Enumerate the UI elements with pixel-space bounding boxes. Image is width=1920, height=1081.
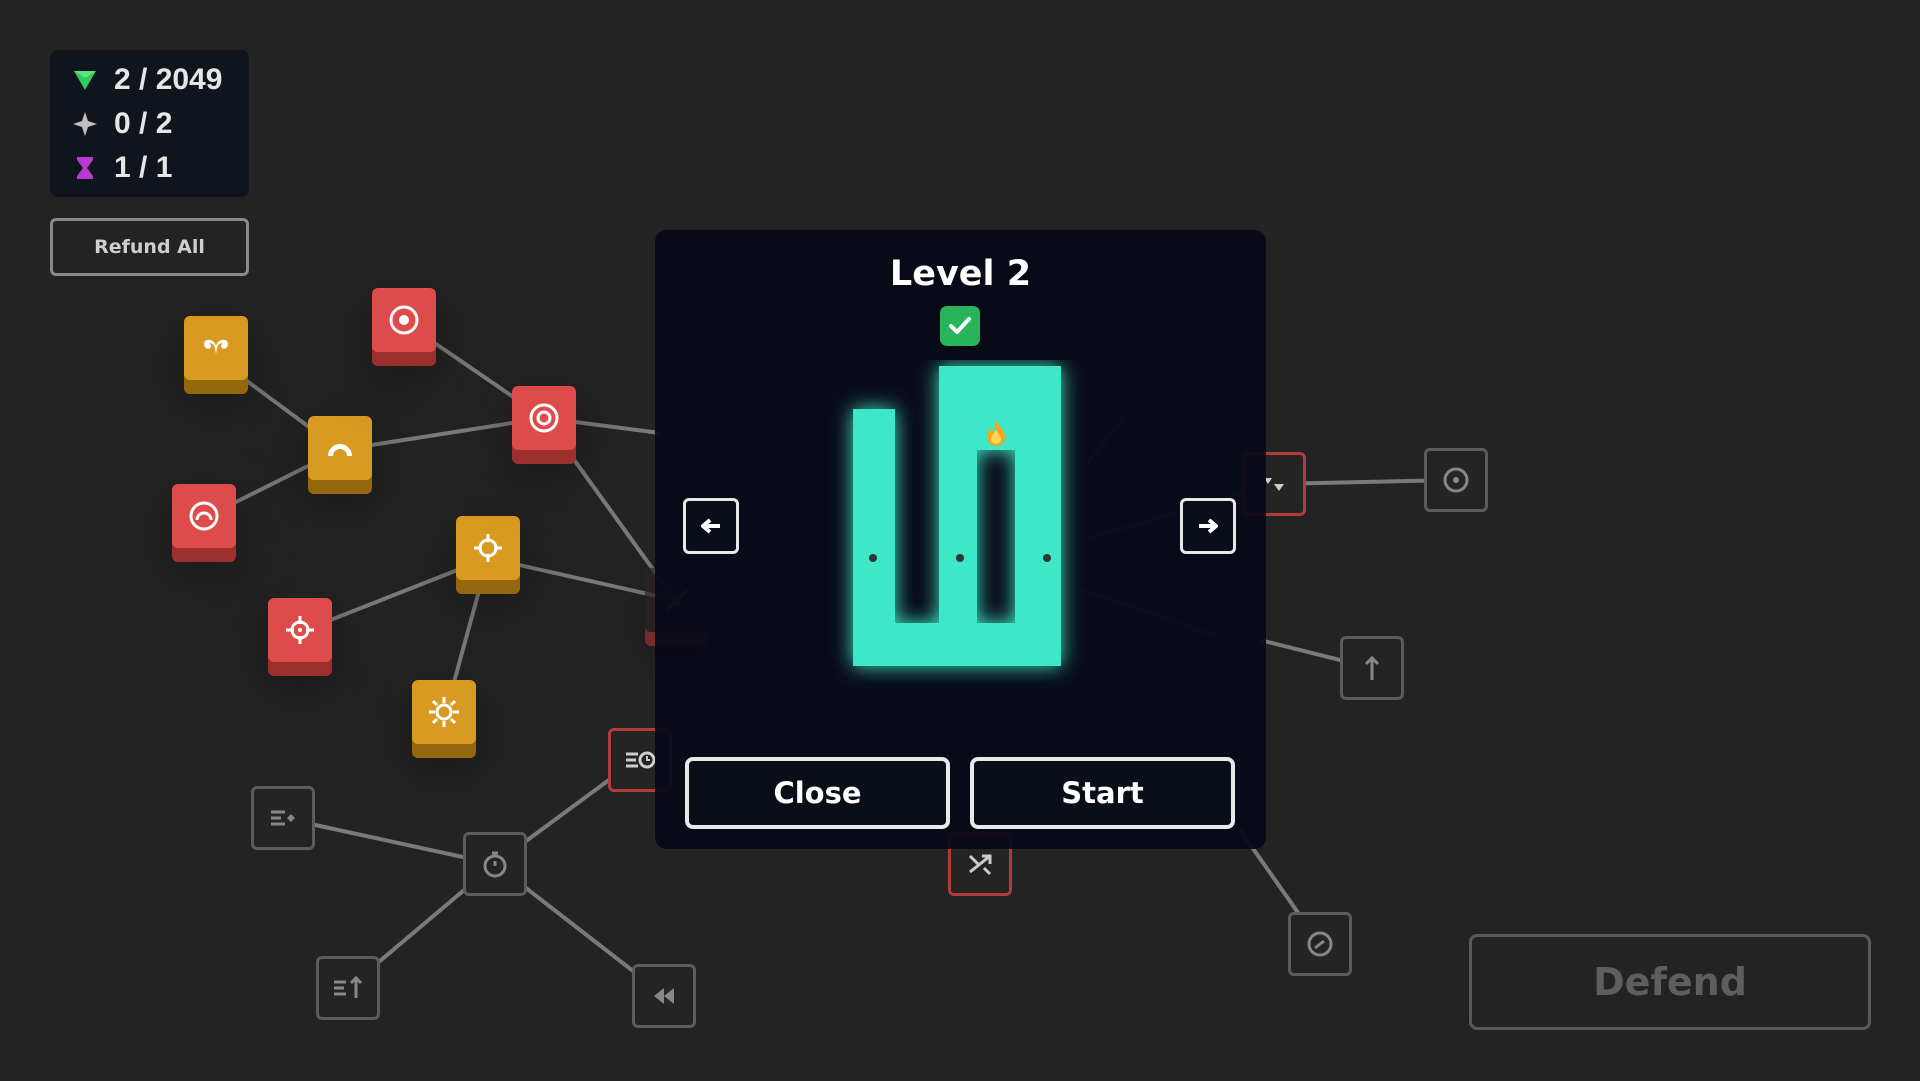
crosshair-icon [474, 534, 502, 562]
circle-arrow-icon [1443, 467, 1469, 493]
sun-icon [429, 697, 459, 727]
star-count: 0 / 2 [114, 107, 173, 140]
skill-node-rewind[interactable] [632, 964, 696, 1028]
skill-node-dome[interactable] [308, 416, 372, 480]
skill-node-crosshair-red[interactable] [268, 598, 332, 662]
triangles-down-icon [1264, 478, 1284, 491]
level-modal: Level 2 Close Start [655, 230, 1266, 849]
shuffle-arrows-icon [968, 854, 992, 876]
gauge-icon [1307, 931, 1333, 957]
close-button[interactable]: Close [685, 757, 950, 829]
next-level-button[interactable] [1180, 498, 1236, 554]
skill-node-star-burst[interactable] [372, 288, 436, 352]
skill-node-sun[interactable] [412, 680, 476, 744]
arrow-left-icon [701, 518, 720, 534]
skill-node-arrow-up[interactable] [1340, 636, 1404, 700]
level-map-preview [853, 366, 1061, 666]
time-count: 1 / 1 [114, 151, 173, 184]
gem-counter: 2 / 2049 [50, 58, 249, 102]
ram-horns-icon [204, 339, 228, 354]
ring-icon [189, 501, 219, 531]
hourglass-icon [72, 155, 98, 181]
start-button[interactable]: Start [970, 757, 1235, 829]
skill-node-ram[interactable] [184, 316, 248, 380]
defend-button[interactable]: Defend [1469, 934, 1871, 1030]
skill-node-list-arrow[interactable] [316, 956, 380, 1020]
arrow-right-icon [1199, 518, 1218, 534]
skill-node-list-plus[interactable] [251, 786, 315, 850]
target-icon [529, 403, 559, 433]
skill-node-stopwatch[interactable] [463, 832, 527, 896]
level-title: Level 2 [889, 254, 1032, 294]
refund-all-button[interactable]: Refund All [50, 218, 249, 276]
skill-node-ring[interactable] [172, 484, 236, 548]
skill-node-gauge[interactable] [1288, 912, 1352, 976]
starburst-icon [389, 305, 419, 335]
resource-panel: 2 / 2049 0 / 2 1 / 1 [50, 50, 249, 197]
crosshair-icon [286, 616, 314, 644]
time-counter: 1 / 1 [50, 146, 249, 190]
stopwatch-icon [483, 851, 507, 878]
dome-icon [328, 444, 352, 456]
enemy-path [853, 366, 1061, 666]
sparkle-icon [72, 111, 98, 137]
star-counter: 0 / 2 [50, 102, 249, 146]
prev-level-button[interactable] [683, 498, 739, 554]
list-arrow-up-icon [334, 975, 363, 998]
arrow-up-bar-icon [1364, 655, 1380, 680]
list-diamond-icon [271, 810, 295, 826]
skill-node-crosshair-gold[interactable] [456, 516, 520, 580]
skill-node-target[interactable] [512, 386, 576, 450]
rewind-icon [654, 988, 674, 1004]
checkmark-icon [940, 306, 980, 346]
gem-count: 2 / 2049 [114, 63, 223, 96]
skill-node-circle-dot[interactable] [1424, 448, 1488, 512]
list-clock-icon [626, 751, 656, 769]
green-triangle-icon [72, 67, 98, 93]
fire-icon [987, 420, 1005, 446]
